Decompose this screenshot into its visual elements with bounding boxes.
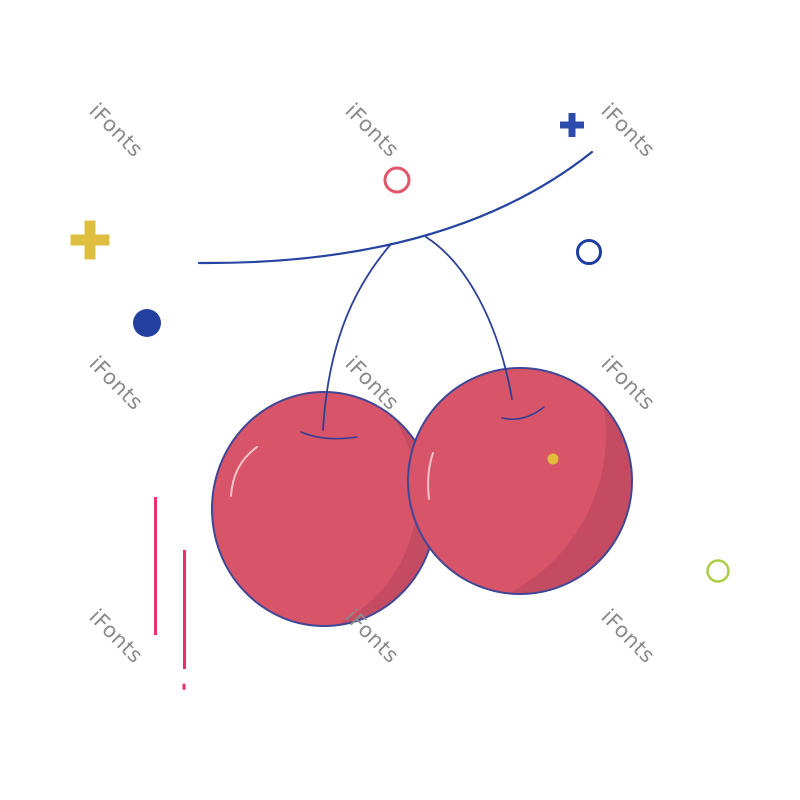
- cherry-right-highlight: [427, 452, 434, 500]
- yellow-plus-icon: [70, 220, 110, 260]
- cherry-left-body: [212, 392, 417, 626]
- branch-curve: [197, 150, 594, 265]
- stem-right: [425, 236, 513, 400]
- dimple-right: [501, 406, 545, 420]
- blue-plus-icon: [560, 113, 584, 137]
- pink-lines: [154, 497, 186, 690]
- blue-ring-icon: [576, 239, 602, 265]
- cherry-right: [407, 367, 633, 595]
- dimple-left: [300, 431, 358, 440]
- stem-left: [322, 243, 392, 431]
- green-ring-icon: [706, 559, 730, 583]
- cherry-left: [211, 391, 437, 627]
- cherry-right-body: [408, 368, 606, 594]
- blue-dot-icon: [133, 309, 161, 337]
- yellow-speck: [547, 453, 559, 465]
- red-ring-icon: [383, 166, 411, 194]
- cherry-right-outline: [407, 367, 633, 595]
- cherry-left-highlight: [230, 446, 258, 497]
